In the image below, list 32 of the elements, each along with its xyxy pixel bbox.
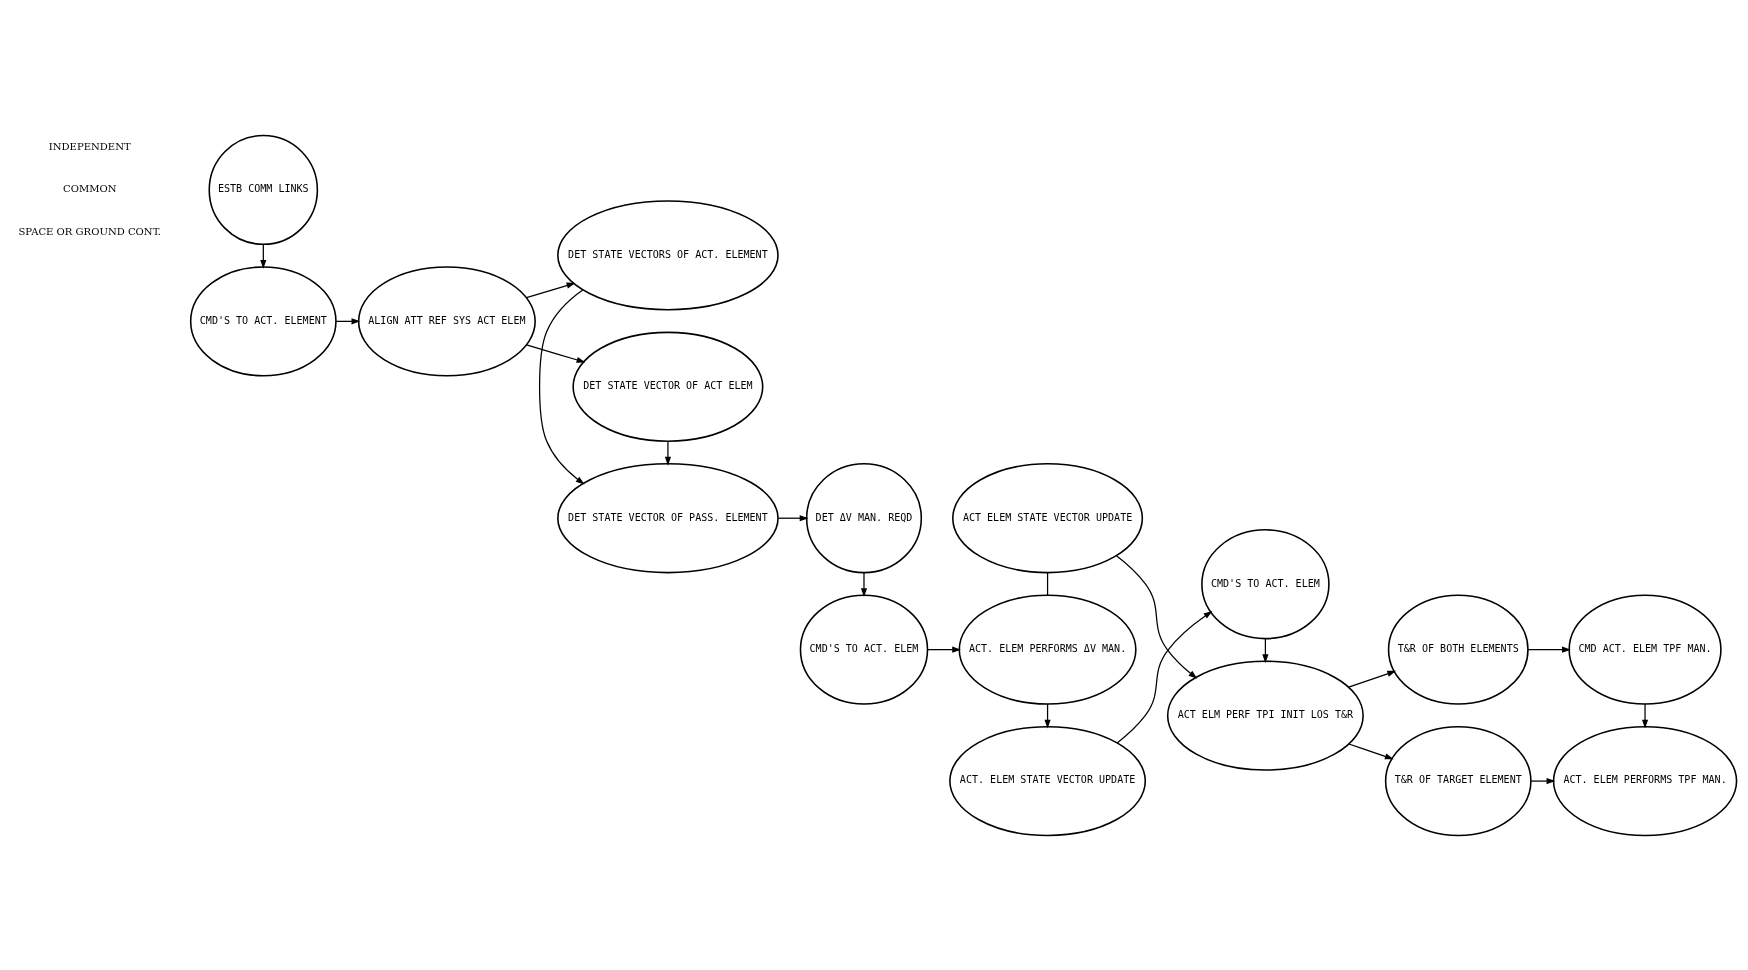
arrow [860,571,868,597]
label: COMMON [62,182,117,194]
arrow [1348,742,1394,759]
arrow [1116,610,1213,744]
arrow [1641,702,1649,729]
node-ellipse: ACT ELEM STATE VECTOR UPDATE [952,462,1144,573]
arrow [525,282,576,298]
node-ellipse: DET STATE VECTORS OF ACT. ELEMENT [557,199,779,310]
arrow [1527,646,1571,653]
connector [1046,571,1049,596]
node-ellipse: ACT. ELEM STATE VECTOR UPDATE [949,725,1147,836]
node-ellipse: ACT. ELEM PERFORMS TPF MAN. [1552,725,1738,836]
arrow [1348,670,1397,688]
node-ellipse: CMD'S TO ACT. ELEM [799,593,929,705]
arrow [1530,777,1556,784]
node-ellipse: DET STATE VECTOR OF PASS. ELEMENT [557,462,779,573]
node-ellipse: ACT ELM PERF TPI INIT LOS T&R [1166,660,1364,771]
arrow [777,514,809,521]
node-ellipse: CMD ACT. ELEM TPF MAN. [1568,593,1722,705]
arrow [1115,554,1198,679]
node-circle: DET ΔV MAN. REQD [805,462,923,573]
label: SPACE OR GROUND CONT. [18,225,162,237]
label: INDEPENDENT [48,140,131,152]
node-ellipse: ACT. ELEM PERFORMS ΔV MAN. [958,593,1137,705]
node-ellipse: CMD'S TO ACT. ELEMENT [189,265,337,377]
arrow [926,646,961,653]
arrow [664,440,671,466]
arrow [525,343,586,363]
node-ellipse: DET STATE VECTOR OF ACT ELEM [572,331,764,442]
node-circle: ESTB COMM LINKS [208,134,319,245]
node-ellipse: ALIGN ATT REF SYS ACT ELEM [357,265,536,377]
arrow [538,288,585,484]
